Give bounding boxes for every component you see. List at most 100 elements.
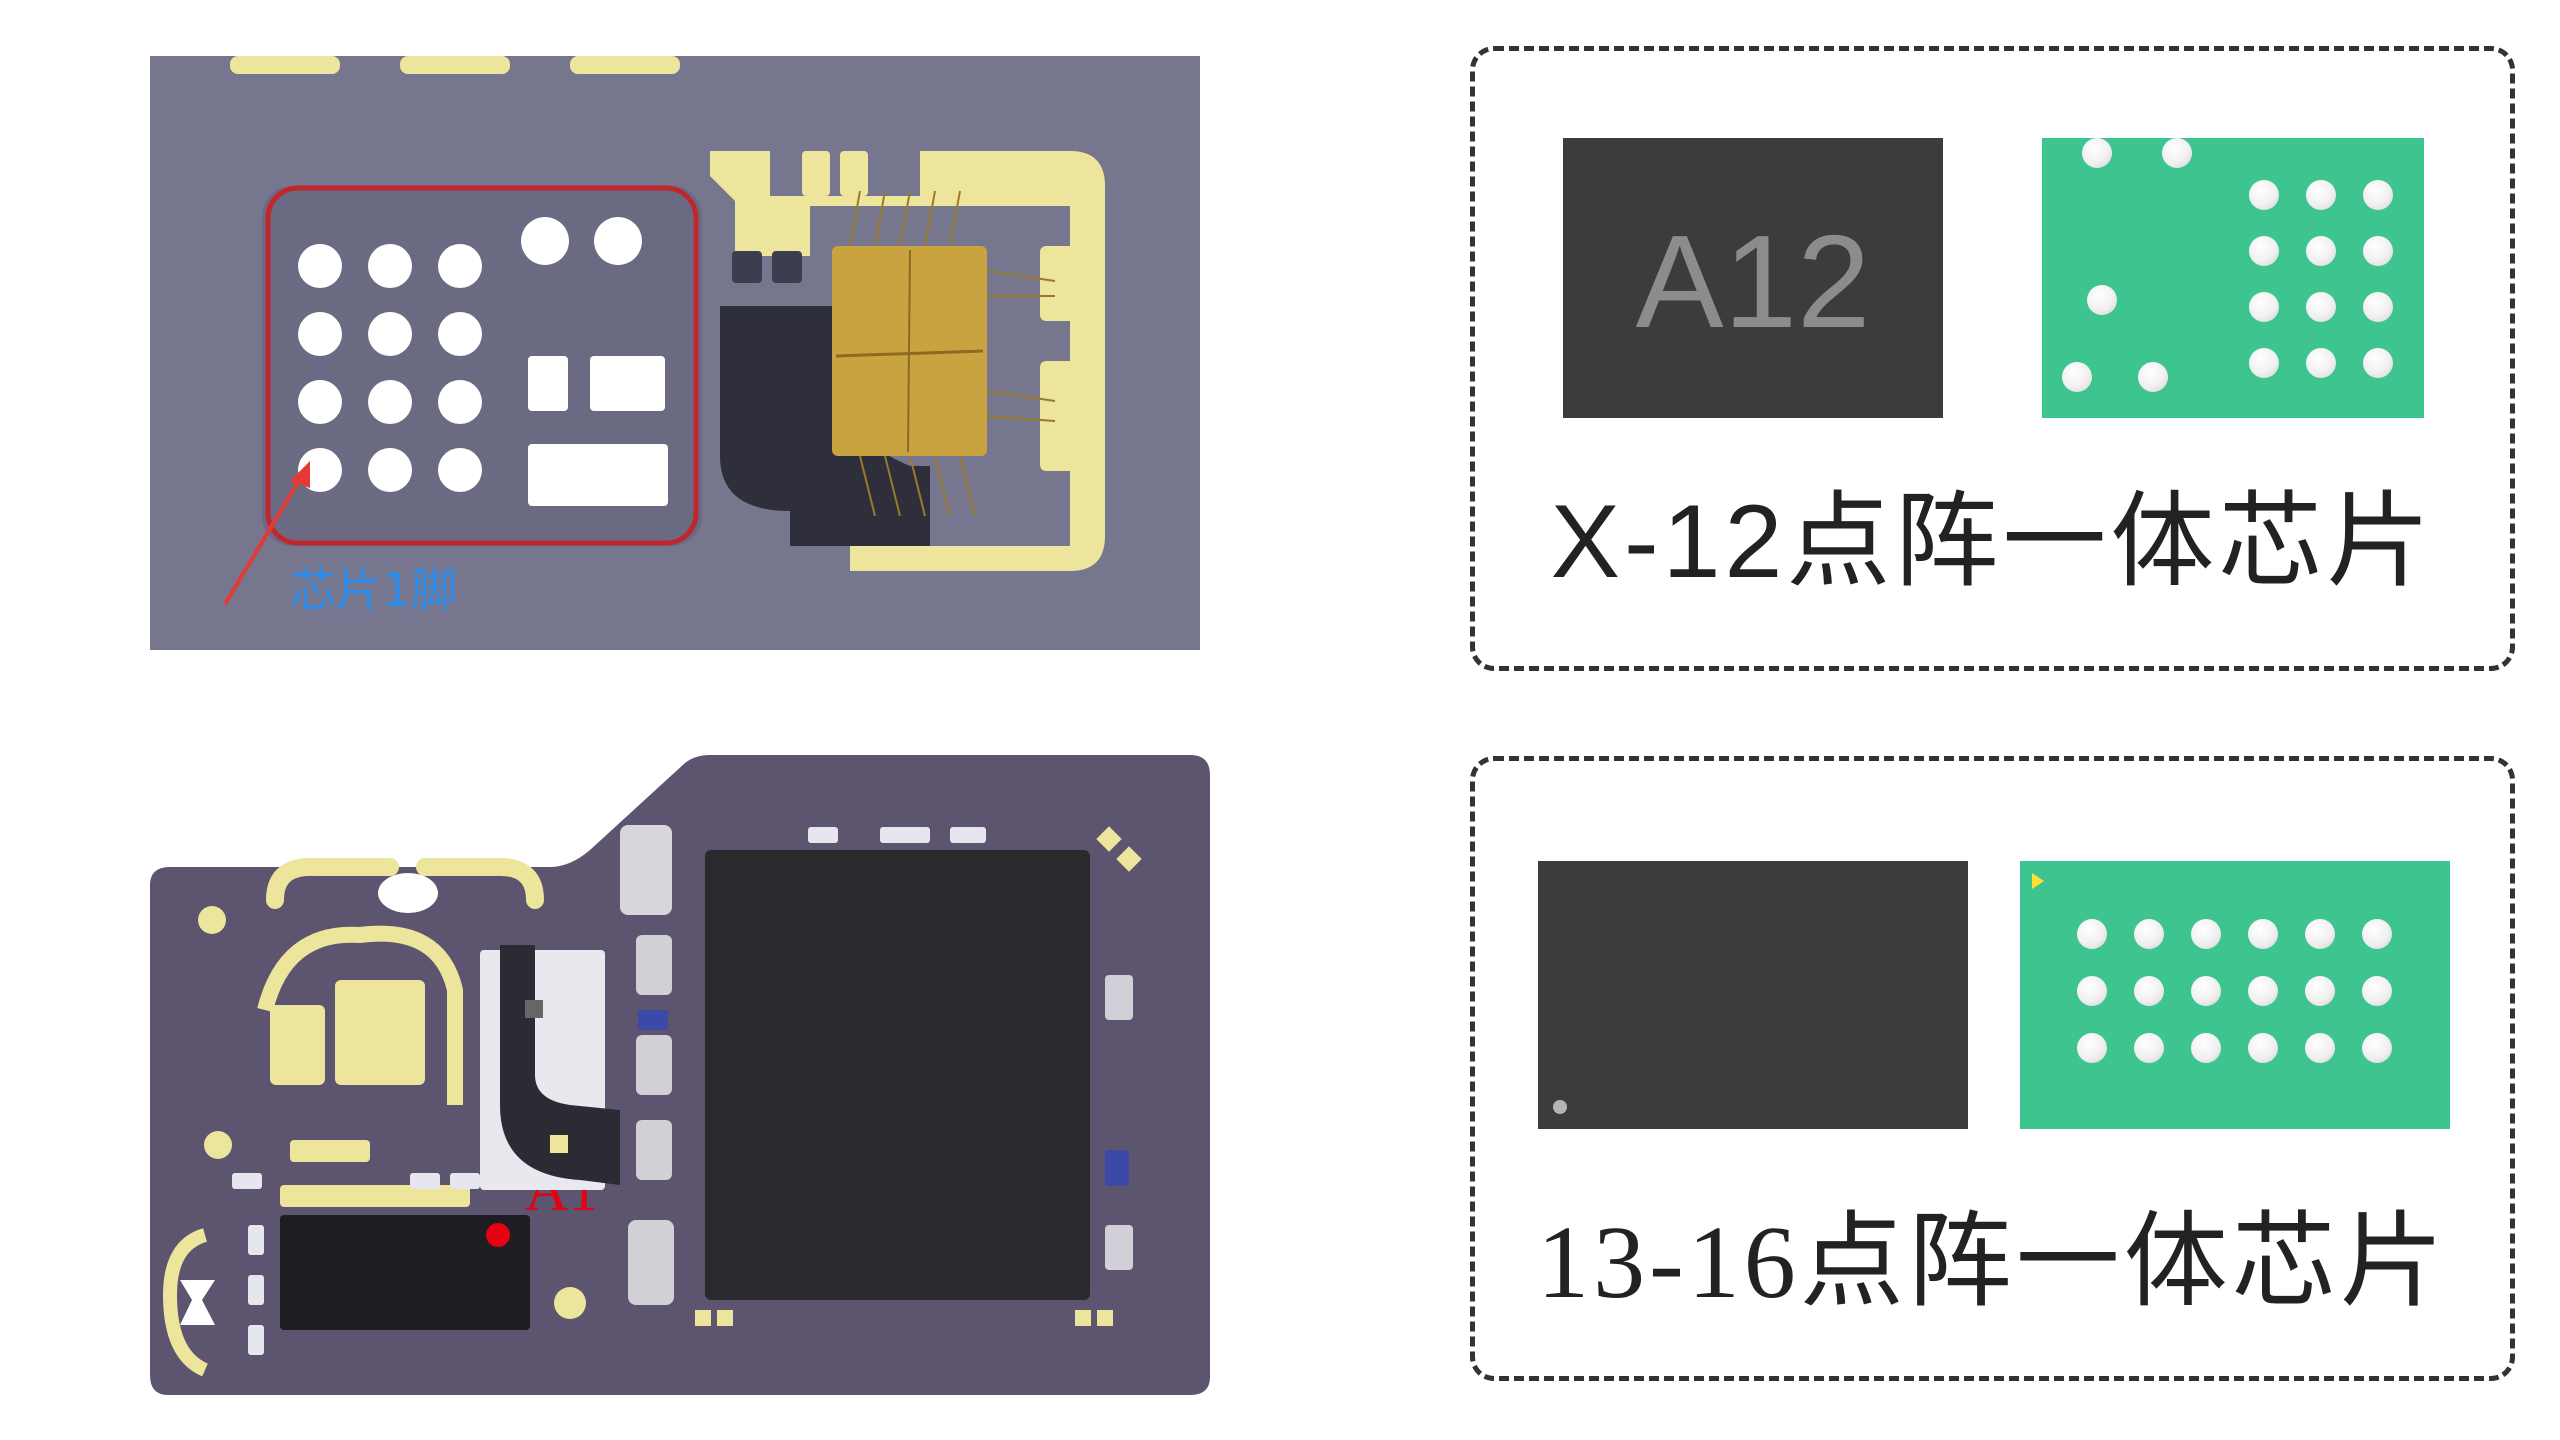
- ball-pad: [368, 380, 412, 424]
- solder-ball: [2249, 292, 2279, 322]
- pin1-mark: [1553, 1100, 1567, 1114]
- capacitor: [1105, 1225, 1133, 1270]
- solder-ball: [2138, 362, 2168, 392]
- small-pads: [695, 1310, 1113, 1326]
- pin-a1-dot: [486, 1223, 510, 1247]
- gold-pad: [1040, 361, 1095, 471]
- ball-pad: [438, 312, 482, 356]
- x12-chip-bottom-view: [2042, 138, 2424, 418]
- 13-16-caption: 13-16点阵一体芯片: [1537, 1205, 2448, 1320]
- capacitor: [636, 1035, 672, 1095]
- smd-component: [772, 251, 802, 283]
- ball-pad: [368, 244, 412, 288]
- round-pad: [521, 217, 569, 265]
- x12-chip-marking: A12: [1635, 208, 1871, 355]
- resistor: [638, 1010, 668, 1030]
- gold-block: [335, 980, 425, 1085]
- solder-ball: [2248, 976, 2278, 1006]
- connector-pad: [525, 1000, 543, 1018]
- 13-16-chip-bottom-view: [2020, 861, 2450, 1129]
- ball-pad: [368, 312, 412, 356]
- solder-ball: [2363, 180, 2393, 210]
- solder-ball: [2363, 292, 2393, 322]
- solder-ball: [2077, 919, 2107, 949]
- solder-ball: [2248, 919, 2278, 949]
- solder-ball: [2134, 1033, 2164, 1063]
- dark-die: [720, 306, 930, 546]
- large-chip: [705, 850, 1090, 1300]
- solder-ball: [2306, 236, 2336, 266]
- solder-ball: [2134, 919, 2164, 949]
- solder-ball: [2134, 976, 2164, 1006]
- solder-ball: [2362, 919, 2392, 949]
- solder-ball: [2306, 180, 2336, 210]
- ball-pad: [438, 244, 482, 288]
- solder-ball: [2077, 1033, 2107, 1063]
- ball-pad: [298, 380, 342, 424]
- solder-ball: [2087, 285, 2117, 315]
- white-notch: [180, 1280, 215, 1325]
- 13-16-chip-top-view: [1538, 861, 1968, 1129]
- via: [204, 1131, 232, 1159]
- solder-ball: [2191, 976, 2221, 1006]
- pcb-bottom-diagram: A1: [150, 755, 1210, 1395]
- solder-ball: [2191, 1033, 2221, 1063]
- pad-row-top: [808, 827, 986, 843]
- solder-ball: [2249, 236, 2279, 266]
- capacitor: [1105, 975, 1133, 1020]
- rect-pad: [590, 356, 665, 411]
- capacitor: [636, 1120, 672, 1180]
- x12-chip-panel: A12 X-12点阵一体芯片: [1470, 46, 2515, 671]
- pin1-arrow-line: [223, 472, 305, 606]
- rect-pad: [528, 444, 668, 506]
- solder-ball: [2249, 180, 2279, 210]
- ball-pad: [438, 380, 482, 424]
- pcb-top-diagram: 芯片1脚: [150, 56, 1200, 650]
- gold-strip: [280, 1185, 470, 1207]
- bond-wires: [849, 190, 1056, 517]
- rect-pad: [528, 356, 568, 411]
- capacitor: [628, 1220, 674, 1305]
- gold-trace-frame: [710, 151, 1105, 571]
- ball-pad: [298, 312, 342, 356]
- x12-caption: X-12点阵一体芯片: [1550, 484, 2435, 600]
- gold-tab: [570, 56, 680, 74]
- white-cap: [378, 873, 438, 913]
- via: [198, 906, 226, 934]
- solder-ball: [2362, 976, 2392, 1006]
- gold-block: [270, 1005, 325, 1085]
- solder-ball: [2306, 292, 2336, 322]
- solder-ball: [2248, 1033, 2278, 1063]
- resistor: [1105, 1150, 1129, 1186]
- pin1-highlight-frame: [265, 185, 699, 546]
- solder-ball: [2305, 1033, 2335, 1063]
- solder-ball: [2305, 976, 2335, 1006]
- gold-ring: [257, 925, 463, 1105]
- solder-ball: [2362, 1033, 2392, 1063]
- solder-ball: [2305, 919, 2335, 949]
- gold-strip: [290, 1140, 370, 1162]
- gold-pad: [802, 151, 830, 196]
- pin1-arrow-head: [290, 461, 310, 488]
- solder-ball: [2082, 138, 2112, 168]
- solder-ball: [2162, 138, 2192, 168]
- solder-ball: [2363, 348, 2393, 378]
- via: [554, 1287, 586, 1319]
- solder-ball: [2363, 236, 2393, 266]
- ball-pad: [298, 244, 342, 288]
- die-seam: [907, 249, 911, 453]
- 13-16-chip-panel: 13-16点阵一体芯片: [1470, 756, 2515, 1381]
- gold-tab: [230, 56, 340, 74]
- capacitor: [636, 935, 672, 995]
- solder-ball: [2062, 362, 2092, 392]
- smd-component: [732, 251, 762, 283]
- ball-pad-grid: [298, 244, 482, 492]
- ball-pad: [438, 448, 482, 492]
- gold-arc: [416, 857, 544, 909]
- pin1-triangle-icon: [2032, 873, 2044, 889]
- gold-bracket: [162, 1228, 209, 1377]
- ball-pad: [368, 448, 412, 492]
- gold-pad: [840, 151, 868, 196]
- gold-pad: [1040, 246, 1095, 321]
- white-smd-row: [232, 1173, 480, 1355]
